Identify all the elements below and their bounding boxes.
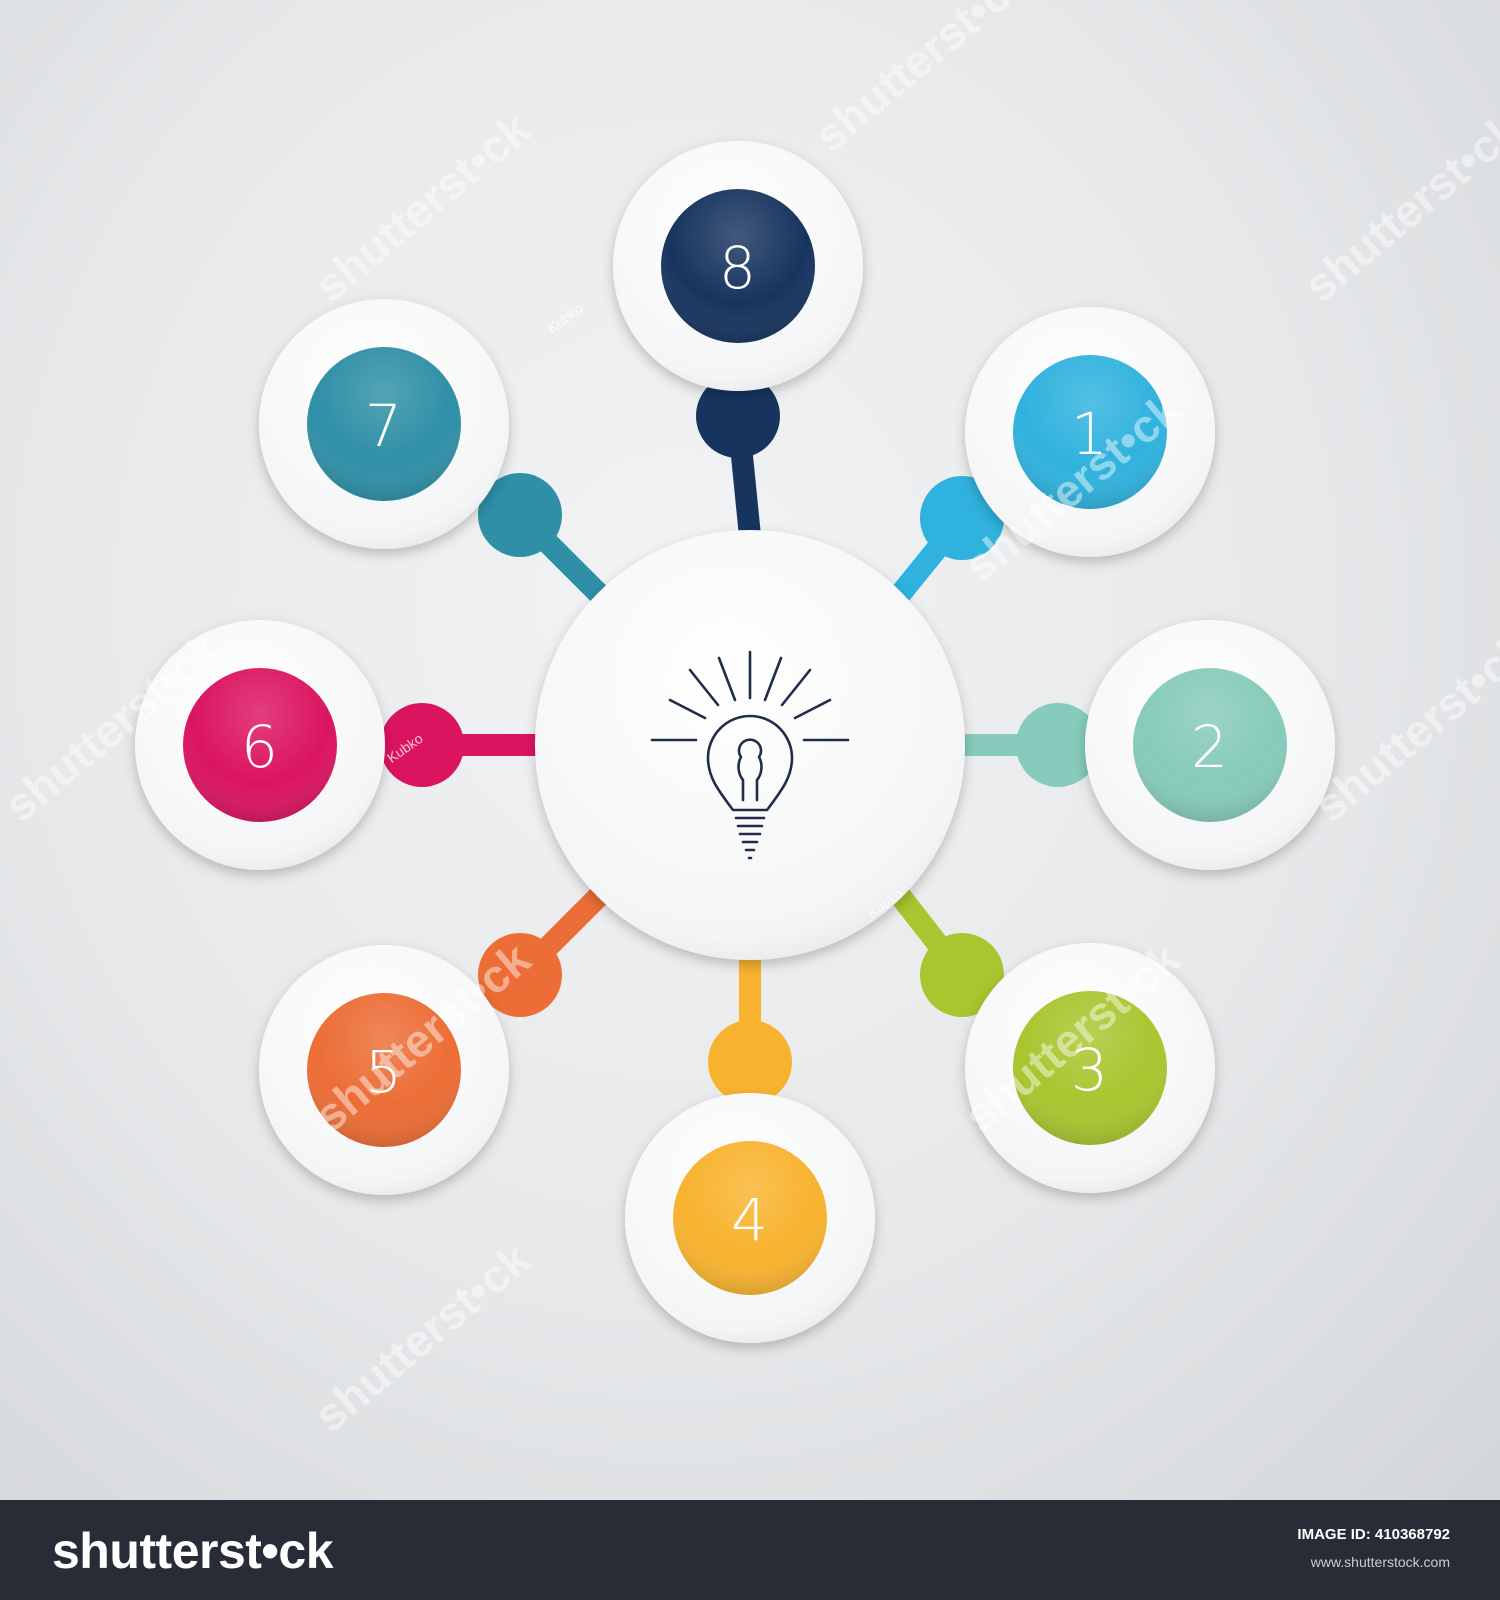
connector-bulb-1 — [920, 476, 1004, 560]
step-ball-shading — [1013, 355, 1167, 509]
step-ball-shading — [307, 347, 461, 501]
step-node-1: 1 — [1013, 355, 1167, 509]
radial-diagram: 1 2 3 4 5 6 7 8 — [135, 141, 1335, 1343]
step-ball-shading — [183, 668, 337, 822]
footer-url: www.shutterstock.com — [1310, 1554, 1450, 1570]
step-node-3: 3 — [1013, 991, 1167, 1145]
step-node-8: 8 — [661, 189, 815, 343]
step-number-3: 3 — [1071, 1036, 1109, 1104]
connector-bulb-2 — [1016, 703, 1100, 787]
lightbulb-icon — [650, 650, 850, 860]
footer-bar: shutterst•ck IMAGE ID: 410368792 www.shu… — [0, 1500, 1500, 1600]
step-ball-shading — [307, 993, 461, 1147]
step-ball-shading — [1133, 668, 1287, 822]
step-node-7: 7 — [307, 347, 461, 501]
step-node-4: 4 — [673, 1141, 827, 1295]
step-number-4: 4 — [731, 1186, 769, 1254]
image-id-label: IMAGE ID: 410368792 — [1297, 1526, 1450, 1543]
step-number-8: 8 — [719, 234, 757, 302]
connector-bulb-3 — [920, 933, 1004, 1017]
center-disc — [535, 530, 965, 960]
step-number-7: 7 — [365, 392, 403, 460]
step-ball-shading — [673, 1141, 827, 1295]
connector-bulb-6 — [380, 703, 464, 787]
step-number-5: 5 — [365, 1038, 403, 1106]
step-ball-shading — [661, 189, 815, 343]
step-number-2: 2 — [1191, 713, 1229, 781]
connector-bulb-8 — [696, 374, 780, 458]
step-node-5: 5 — [307, 993, 461, 1147]
connector-bulb-5 — [478, 933, 562, 1017]
step-node-2: 2 — [1133, 668, 1287, 822]
step-node-6: 6 — [183, 668, 337, 822]
step-number-1: 1 — [1071, 400, 1109, 468]
footer-logo: shutterst•ck — [52, 1523, 334, 1579]
step-ball-shading — [1013, 991, 1167, 1145]
step-number-6: 6 — [241, 713, 279, 781]
connector-bulb-7 — [478, 473, 562, 557]
connector-bulb-4 — [708, 1020, 792, 1104]
